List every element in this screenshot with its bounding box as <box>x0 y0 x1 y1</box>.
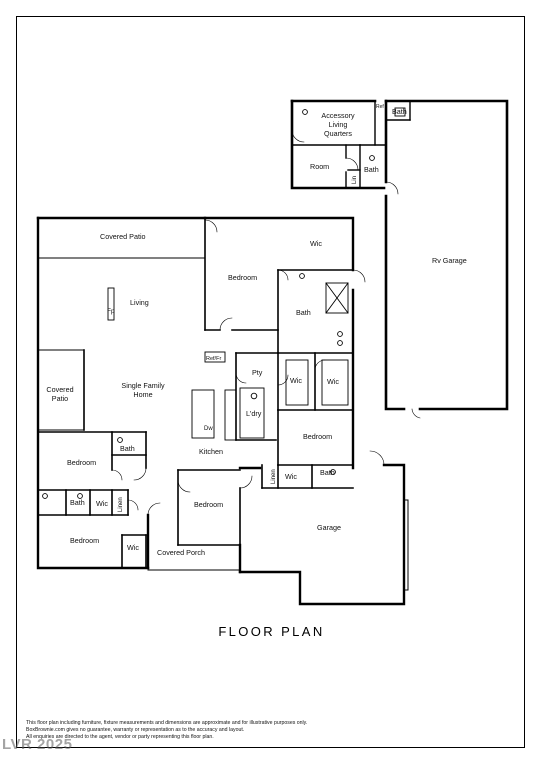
room-label-covered-patio-top: Covered Patio <box>100 232 146 241</box>
accessory-walls <box>290 99 509 411</box>
room-label-linen-left: Linen <box>118 497 124 512</box>
room-label-laundry: L'dry <box>246 409 262 418</box>
room-label-reffr: Ref/Fr <box>206 356 221 362</box>
room-label-lin-acc: Lin <box>352 176 358 184</box>
disclaimer-line: BoxBrownie.com gives no guarantee, warra… <box>26 727 245 733</box>
room-label-room: Room <box>310 162 329 171</box>
patio-lines <box>37 257 409 591</box>
house-outer-walls <box>36 216 406 606</box>
room-label-bedroom-mid: Bedroom <box>303 432 332 441</box>
room-label-dw: Dw <box>204 426 213 432</box>
room-label-bedroom-left2: Bedroom <box>70 536 99 545</box>
room-label-wic-a: Wic <box>290 376 302 385</box>
room-label-garage: Garage <box>317 523 341 532</box>
room-label-ref: Ref <box>376 104 384 110</box>
fixtures <box>42 107 406 499</box>
disclaimer-line: This floor plan including furniture, fix… <box>26 720 308 726</box>
room-label-linen-mid: Linen <box>271 469 277 484</box>
room-label-pty: Pty <box>252 368 263 377</box>
room-label-covered-porch: Covered Porch <box>157 548 205 557</box>
room-label-wic-master: Wic <box>310 239 322 248</box>
room-label-wic-left3: Wic <box>127 543 139 552</box>
room-label-wic-left2: Wic <box>96 499 108 508</box>
room-label-bedroom-left1: Bedroom <box>67 458 96 467</box>
room-label-wic-mid: Wic <box>285 472 297 481</box>
watermark: LVR 2025 <box>2 736 73 753</box>
room-label-rv-garage: Rv Garage <box>432 256 467 265</box>
room-label-bath-left1: Bath <box>120 444 135 453</box>
interior-walls <box>37 217 354 569</box>
disclaimer: This floor plan including furniture, fix… <box>26 720 506 741</box>
room-label-bath-left2: Bath <box>70 498 85 507</box>
room-label-wic-b: Wic <box>327 377 339 386</box>
plan-title: FLOOR PLAN <box>218 624 325 639</box>
disclaimer-line: All enquiries are directed to the agent,… <box>26 734 214 740</box>
room-label-bath-acc2: Bath <box>364 165 379 174</box>
room-label-bath-mid: Bath <box>320 468 335 477</box>
room-label-bath-master: Bath <box>296 308 311 317</box>
room-label-fp: Fp <box>107 308 115 315</box>
room-label-living: Living <box>130 298 149 307</box>
room-label-bath-acc: Bath <box>392 107 407 116</box>
page-border <box>16 16 525 748</box>
room-label-kitchen: Kitchen <box>199 447 223 456</box>
room-label-bedroom-center: Bedroom <box>194 500 223 509</box>
room-label-bedroom-master: Bedroom <box>228 273 257 282</box>
